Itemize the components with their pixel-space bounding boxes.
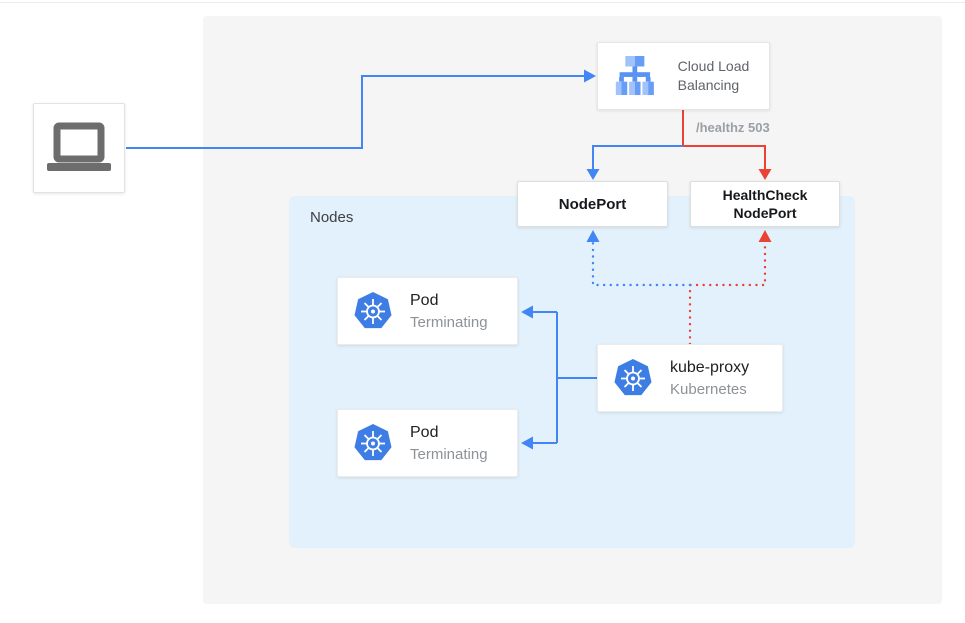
pod-1-node: Pod Terminating (337, 277, 518, 345)
kube-proxy-subtitle: Kubernetes (670, 380, 747, 398)
healthcheck-nodeport-node: HealthCheck NodePort (690, 181, 840, 227)
kubernetes-icon (614, 359, 652, 396)
client-node (33, 103, 125, 193)
pod-title: Pod (410, 291, 439, 309)
cloud-load-balancing-label: Cloud Load Balancing (677, 58, 750, 93)
laptop-icon (47, 122, 111, 171)
nodeport-label: NodePort (558, 195, 627, 213)
pod-status: Terminating (410, 313, 488, 331)
cloud-load-balancing-node: Cloud Load Balancing (597, 42, 770, 110)
nodeport-node: NodePort (517, 181, 668, 227)
pod-2-node: Pod Terminating (337, 409, 518, 477)
load-balancer-icon (615, 56, 654, 96)
top-divider (0, 2, 965, 3)
healthz-status-label: /healthz 503 (696, 120, 770, 135)
healthcheck-nodeport-label: HealthCheck NodePort (722, 187, 808, 221)
pod-title: Pod (410, 423, 439, 441)
kubernetes-icon (354, 292, 392, 329)
kube-proxy-node: kube-proxy Kubernetes (597, 344, 783, 412)
kubernetes-icon (354, 424, 392, 461)
kube-proxy-title: kube-proxy (670, 358, 750, 376)
pod-status: Terminating (410, 445, 488, 463)
nodes-panel-label: Nodes (310, 209, 354, 226)
